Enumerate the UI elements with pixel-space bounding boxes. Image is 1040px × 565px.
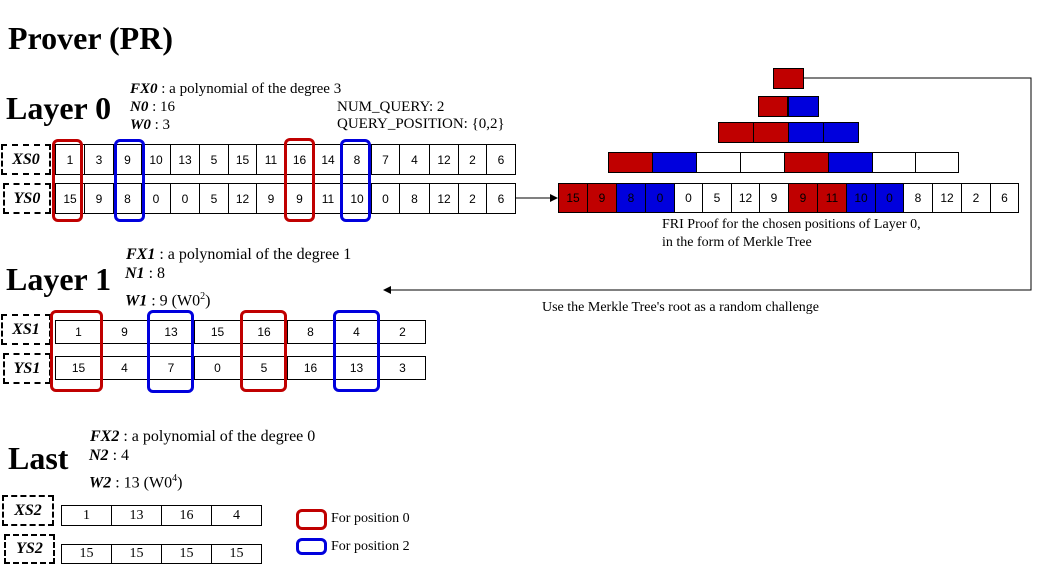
ys0-cell: 0 <box>170 183 200 214</box>
xs0-cell: 16 <box>285 144 314 175</box>
last-heading: Last <box>8 440 69 476</box>
layer0-fx: FX0 : a polynomial of the degree 3 <box>130 81 342 97</box>
arrow-root-challenge <box>383 77 1032 294</box>
merkle-leaf: 0 <box>674 183 703 213</box>
xs0-cell: 6 <box>486 144 516 175</box>
ys0-cell: 10 <box>342 183 372 214</box>
xs1-cell: 15 <box>194 320 241 344</box>
xs2-cell: 13 <box>111 505 162 526</box>
merkle-caption-2: in the form of Merkle Tree <box>662 235 812 250</box>
xs0-cell: 11 <box>256 144 286 175</box>
highlight-pos0-layer0-a <box>52 139 83 222</box>
ys0-cell: 12 <box>228 183 257 214</box>
xs1-label: XS1 <box>1 314 51 345</box>
xs0-cell: 13 <box>170 144 200 175</box>
highlight-pos0-layer0-b <box>284 138 315 222</box>
legend-pos2: For position 2 <box>331 539 410 554</box>
num-query: NUM_QUERY: 2 <box>337 99 445 115</box>
xs2-cell: 1 <box>61 505 112 526</box>
ys0-cell: 0 <box>141 183 171 214</box>
layer0-heading: Layer 0 <box>6 90 112 126</box>
highlight-pos2-layer1-b <box>333 310 380 392</box>
xs1-cell: 9 <box>101 320 148 344</box>
xs2-cell: 4 <box>211 505 262 526</box>
merkle-caption-1: FRI Proof for the chosen positions of La… <box>662 217 921 232</box>
merkle-leaf: 9 <box>587 183 617 213</box>
xs1-cell: 2 <box>379 320 426 344</box>
xs1-cell: 8 <box>287 320 334 344</box>
ys2-cell: 15 <box>111 544 162 564</box>
merkle-leaf: 12 <box>932 183 962 213</box>
ys2-cell: 15 <box>211 544 262 564</box>
merkle-node-l2-blue-b <box>823 122 859 143</box>
ys2-label: YS2 <box>4 534 55 564</box>
xs0-label: XS0 <box>1 144 51 175</box>
legend-blue-swatch <box>296 538 327 555</box>
merkle-node-l1-red <box>758 96 788 117</box>
ys1-cell: 3 <box>379 356 426 380</box>
xs1-cell: 13 <box>147 320 195 344</box>
xs0-cell: 3 <box>84 144 114 175</box>
xs1-cell: 4 <box>333 320 380 344</box>
xs0-cell: 9 <box>113 144 142 175</box>
highlight-pos2-layer1-a <box>147 310 194 393</box>
ys0-label: YS0 <box>3 183 51 214</box>
xs1-cell: 16 <box>240 320 288 344</box>
layer0-w: W0 : 3 <box>130 117 171 133</box>
xs0-cell: 7 <box>371 144 400 175</box>
xs0-cell: 12 <box>429 144 459 175</box>
merkle-leaf: 11 <box>817 183 847 213</box>
merkle-node-l1-blue <box>788 96 819 117</box>
ys0-cell: 11 <box>313 183 343 214</box>
layer0-n: N0 : 16 <box>130 99 176 115</box>
ys1-cell: 15 <box>55 356 102 380</box>
merkle-leaf: 8 <box>616 183 646 213</box>
ys2-cell: 15 <box>161 544 212 564</box>
last-w: W2 : 13 (W04) <box>89 473 183 492</box>
ys0-cell: 9 <box>256 183 286 214</box>
ys1-cell: 4 <box>101 356 148 380</box>
merkle-leaf: 0 <box>875 183 904 213</box>
ys0-cell: 6 <box>486 183 516 214</box>
ys0-cell: 12 <box>429 183 459 214</box>
legend-pos0: For position 0 <box>331 511 410 526</box>
layer1-fx: FX1 : a polynomial of the degree 1 <box>126 246 352 263</box>
layer1-heading: Layer 1 <box>6 261 112 297</box>
layer1-w: W1 : 9 (W02) <box>125 291 211 310</box>
page-title: Prover (PR) <box>8 20 173 56</box>
ys0-cell: 9 <box>84 183 114 214</box>
xs0-cell: 10 <box>141 144 171 175</box>
xs0-cell: 4 <box>399 144 430 175</box>
merkle-leaf: 5 <box>702 183 732 213</box>
highlight-pos0-layer1-b <box>240 310 287 392</box>
merkle-node-l3 <box>915 152 959 173</box>
legend-red-swatch <box>296 509 327 530</box>
query-position: QUERY_POSITION: {0,2} <box>337 116 505 132</box>
ys0-cell: 9 <box>285 183 314 214</box>
ys1-cell: 13 <box>333 356 380 380</box>
ys2-cell: 15 <box>61 544 112 564</box>
highlight-pos2-layer0-a <box>114 139 145 222</box>
layer1-n: N1 : 8 <box>125 265 166 282</box>
ys1-cell: 0 <box>194 356 241 380</box>
last-n: N2 : 4 <box>89 447 130 464</box>
last-fx: FX2 : a polynomial of the degree 0 <box>90 428 316 445</box>
highlight-pos2-layer0-b <box>340 139 371 222</box>
xs2-cell: 16 <box>161 505 212 526</box>
xs0-cell: 8 <box>342 144 372 175</box>
merkle-leaf: 8 <box>903 183 933 213</box>
merkle-leaf: 9 <box>759 183 789 213</box>
challenge-text: Use the Merkle Tree's root as a random c… <box>542 300 819 315</box>
ys1-cell: 16 <box>287 356 334 380</box>
merkle-leaf: 6 <box>990 183 1019 213</box>
xs2-label: XS2 <box>2 495 54 526</box>
merkle-root <box>773 68 804 89</box>
xs0-cell: 5 <box>199 144 229 175</box>
highlight-pos0-layer1-a <box>50 310 103 392</box>
ys1-label: YS1 <box>3 353 51 384</box>
